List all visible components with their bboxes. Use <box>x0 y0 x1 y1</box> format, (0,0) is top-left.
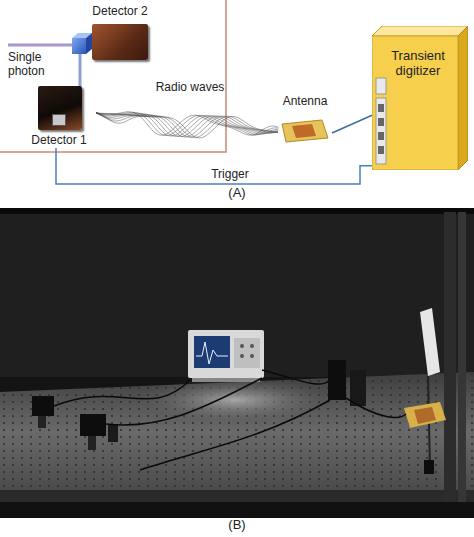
panel-label: (B) <box>207 518 267 532</box>
oscilloscope-part <box>250 354 254 358</box>
radio-wave <box>96 112 278 138</box>
detector-mounts-part <box>328 360 346 400</box>
oscilloscope-part <box>196 342 228 364</box>
node-dig: Transient digitizer <box>372 26 468 170</box>
wave-strand <box>96 113 278 137</box>
digitizer-box-part <box>376 98 386 164</box>
beam-splitter-cube <box>72 33 92 54</box>
oscilloscope-part <box>250 344 254 348</box>
digitizer-box-part <box>372 36 458 170</box>
lab-photo-part <box>444 212 456 502</box>
detector-window <box>52 114 66 126</box>
oscilloscope-part <box>240 344 244 348</box>
wave-strand <box>96 113 278 138</box>
photon-path-part <box>8 44 72 47</box>
connector-line <box>56 148 372 184</box>
panel-label: (A) <box>207 186 267 200</box>
wave-strand <box>96 113 278 137</box>
lab-photo <box>0 208 474 518</box>
node-ant: Antenna <box>278 94 332 144</box>
node-det1: Detector 1 <box>22 84 96 148</box>
detector-mounts-part <box>32 396 54 416</box>
wave-strand <box>96 113 278 137</box>
connector-line <box>332 115 372 133</box>
detector-body <box>92 24 148 60</box>
digitizer-box-part <box>378 146 384 154</box>
lab-photo-part <box>0 372 474 492</box>
digitizer-label: Transient digitizer <box>382 48 454 78</box>
input-label: Single photon <box>8 50 58 78</box>
oscilloscope-part <box>240 354 244 358</box>
setup-frame-part <box>0 0 226 152</box>
cables-part <box>262 370 330 384</box>
digitizer-box-part <box>378 118 384 126</box>
wave-strand <box>96 113 278 138</box>
wave-strand <box>96 113 278 136</box>
digitizer-box-part <box>372 26 468 36</box>
oscilloscope-part <box>188 330 264 378</box>
setup-frame <box>0 0 226 152</box>
oscilloscope-part <box>192 378 260 382</box>
detector-mounts-part <box>38 416 46 428</box>
beam-splitter-cube-part <box>72 38 86 54</box>
node-det2: Detector 2 <box>84 4 156 64</box>
signal-cable <box>332 115 372 133</box>
photo-antenna-part <box>414 407 436 424</box>
lab-photo-part <box>0 372 474 492</box>
detector-mounts-part <box>108 424 118 442</box>
detector-mounts-part <box>80 414 106 436</box>
antenna-shape-part <box>292 124 316 138</box>
antenna-shape <box>278 94 332 144</box>
digitizer-box <box>372 26 468 170</box>
wave-strand <box>96 112 278 135</box>
lab-photo-part <box>0 208 474 518</box>
digitizer-box-part <box>378 132 384 140</box>
cables-part <box>106 378 262 425</box>
photo-antenna-part <box>404 402 446 428</box>
cables-part <box>140 400 330 470</box>
photon-path-part <box>79 54 82 86</box>
digitizer-box-part <box>458 26 468 170</box>
power-strip-part <box>420 308 440 376</box>
lab-photo-part <box>0 502 474 518</box>
antenna-shape-part <box>282 120 328 142</box>
oscilloscope-part <box>194 336 230 368</box>
digitizer-box-part <box>376 78 386 94</box>
lab-photo-part <box>0 490 474 502</box>
power-strip-part <box>424 460 434 474</box>
wave-strand <box>96 112 278 136</box>
signal-cable <box>56 148 372 184</box>
lab-photo-part <box>0 208 474 214</box>
cables-part <box>54 380 190 406</box>
cables-part <box>346 398 406 417</box>
oscilloscope-part <box>234 338 260 368</box>
oscilloscope <box>188 330 264 382</box>
photo-antenna <box>404 402 446 428</box>
detector-label: Detector 2 <box>84 4 156 18</box>
power-strip <box>420 308 440 474</box>
lab-photo-part <box>458 212 466 502</box>
wave-strand <box>96 113 278 138</box>
lab-photo-part <box>0 212 474 377</box>
detector-mounts-part <box>350 370 366 406</box>
edge-label: Trigger <box>200 167 260 181</box>
digitizer-box-part <box>378 104 384 112</box>
edge-label: Radio waves <box>140 80 240 94</box>
detector-mounts <box>32 360 366 450</box>
cables <box>54 370 406 470</box>
detector-label: Detector 1 <box>22 133 96 147</box>
detector-mounts-part <box>88 436 96 450</box>
antenna-label: Antenna <box>278 94 332 108</box>
